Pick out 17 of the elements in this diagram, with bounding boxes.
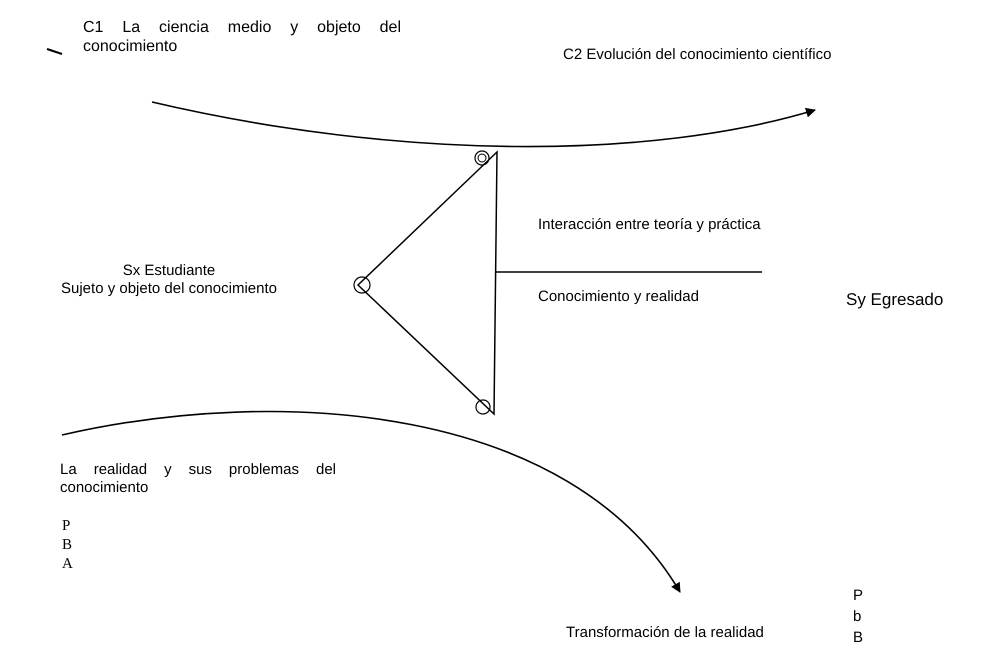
letter-label: b — [853, 609, 862, 624]
node-text: La realidad y sus problemas del conocimiento — [60, 461, 336, 497]
letter-label: B — [62, 538, 72, 553]
curved-arrow — [152, 101, 816, 148]
node-text: Interacción entre teoría y práctica — [538, 216, 761, 234]
node-text: Sy Egresado — [846, 290, 944, 310]
letter-label: A — [62, 557, 73, 572]
letter-label: P — [62, 519, 70, 534]
node-text: Sx Estudiante — [122, 262, 216, 280]
letter-label: B — [853, 630, 864, 645]
node-text: Transformación de la realidad — [566, 624, 764, 642]
curved-arrow — [62, 411, 681, 593]
node-text: Conocimiento y realidad — [538, 288, 699, 306]
node-text: C1 La ciencia medio y objeto del conocimiento — [83, 18, 401, 56]
letter-label: P — [853, 588, 864, 603]
node-text: Sujeto y objeto del conocimiento — [61, 280, 277, 298]
node-text: C2 Evolución del conocimiento científico — [563, 46, 832, 64]
